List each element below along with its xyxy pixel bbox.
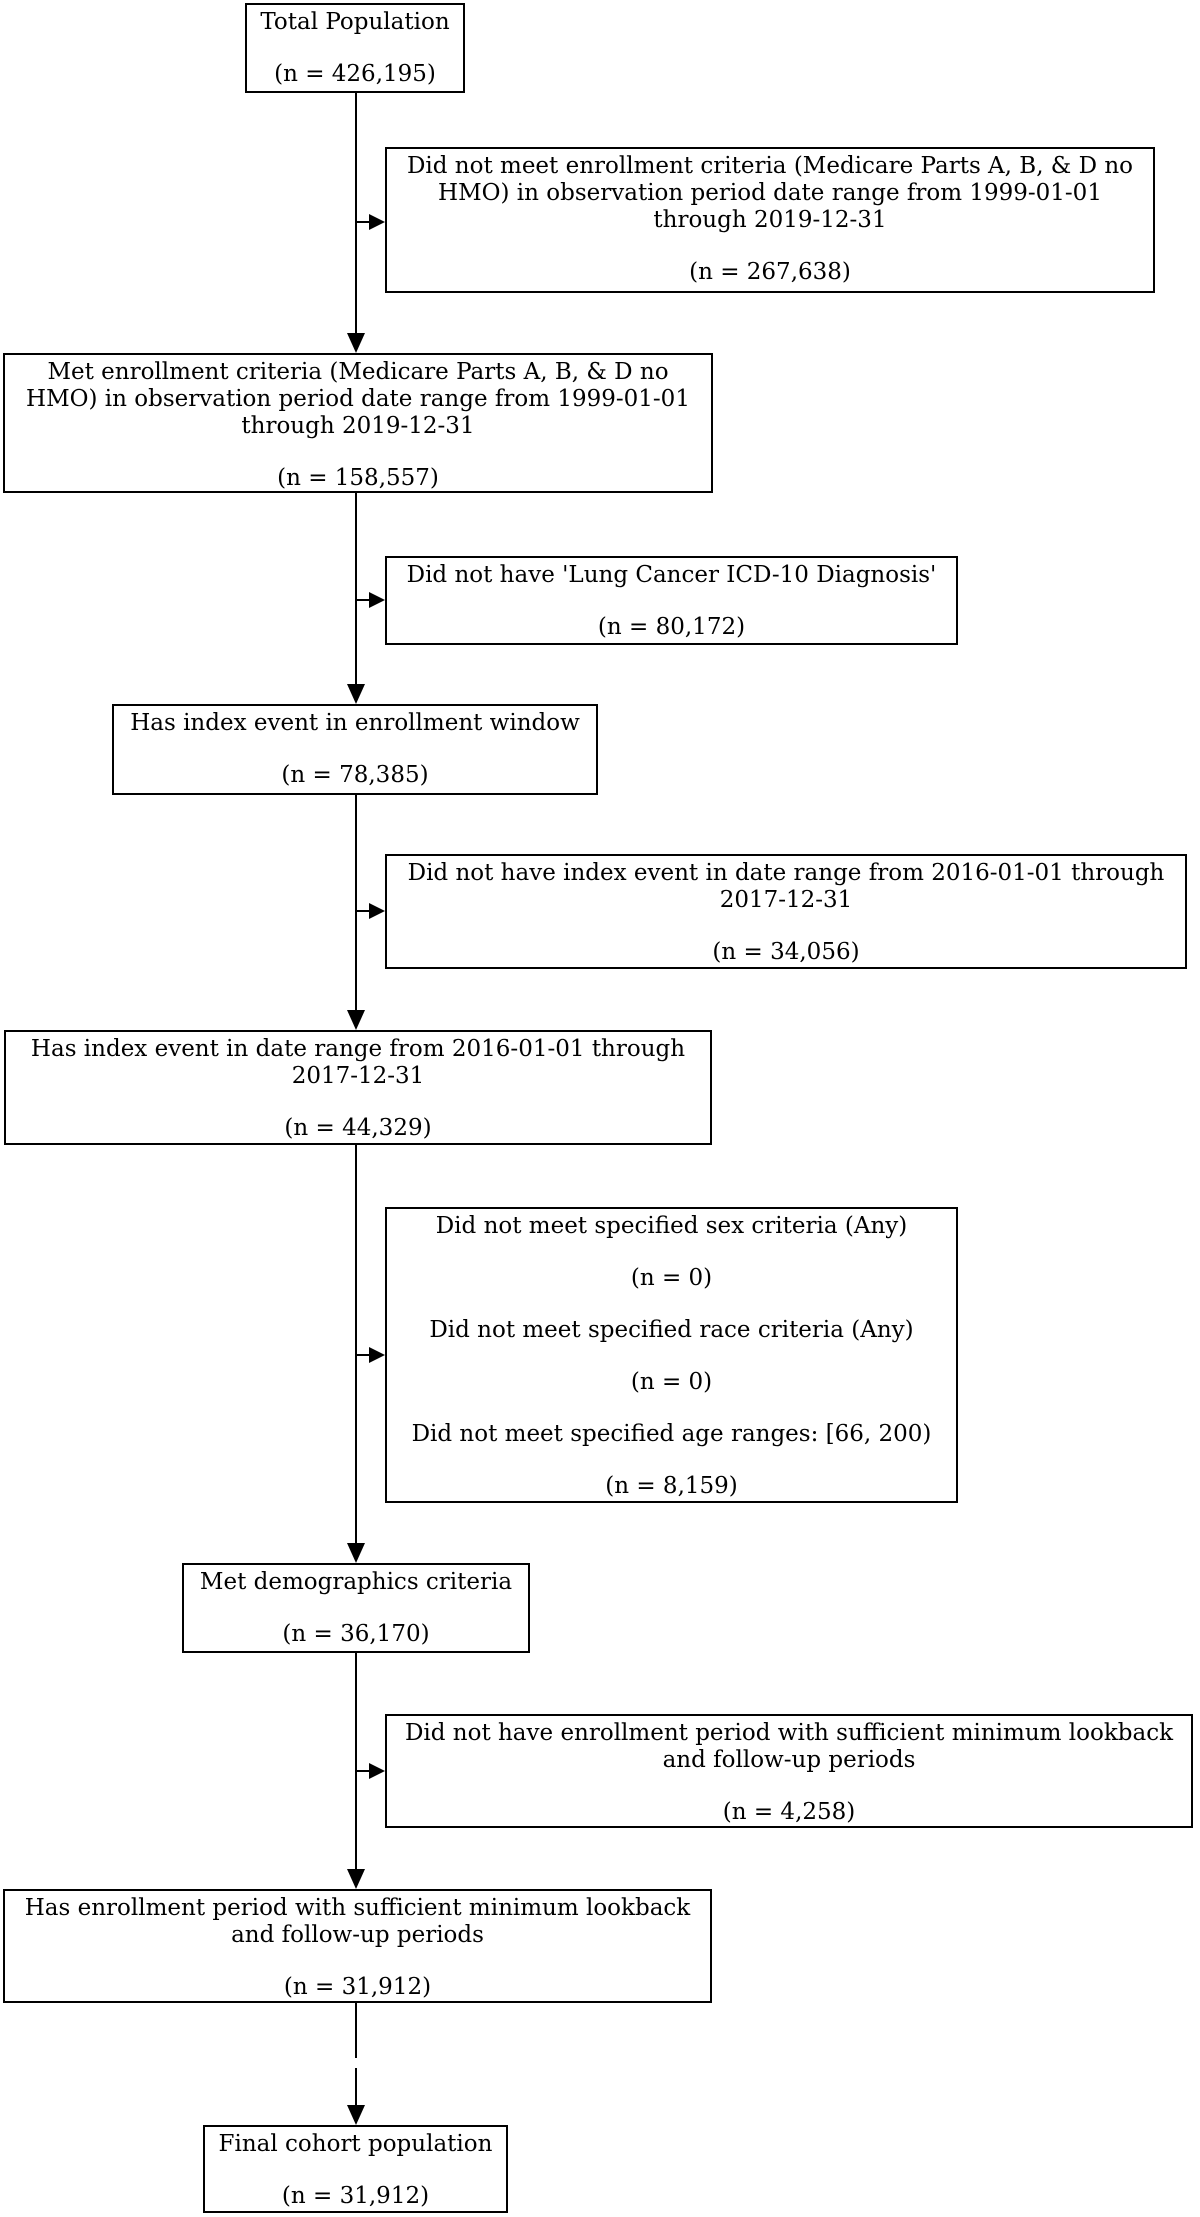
down-arrowhead-icon <box>347 1010 365 1030</box>
node-count: (n = 31,912) <box>281 2183 430 2209</box>
down-arrowhead-icon <box>347 1543 365 1563</box>
node-label: Did not meet specified race criteria (An… <box>429 1317 914 1343</box>
down-arrowhead-icon <box>347 684 365 704</box>
node-count: (n = 78,385) <box>281 762 429 788</box>
node-label: Has enrollment period with sufficient mi… <box>24 1895 691 1948</box>
branch-arrow-line <box>356 910 371 912</box>
node-excluded-insufficient-lookback: Did not have enrollment period with suff… <box>385 1714 1193 1828</box>
branch-arrow-line <box>356 221 371 223</box>
node-label: Met demographics criteria <box>199 1569 513 1595</box>
node-count: (n = 36,170) <box>282 1621 430 1647</box>
branch-arrow-line <box>356 599 371 601</box>
node-index-event-in-enrollment-window: Has index event in enrollment window (n … <box>112 704 598 795</box>
flow-arrow-line <box>355 1145 357 1543</box>
node-label: Did not have index event in date range f… <box>407 860 1165 913</box>
node-count: (n = 0) <box>630 1265 713 1291</box>
exclusion-item-sex: Did not meet specified sex criteria (Any… <box>395 1213 948 1292</box>
node-excluded-index-event-date-range: Did not have index event in date range f… <box>385 854 1187 969</box>
dashed-flow-arrow-segment <box>355 2068 357 2105</box>
node-count: (n = 267,638) <box>689 259 851 285</box>
right-arrowhead-icon <box>369 1763 385 1779</box>
node-met-demographics-criteria: Met demographics criteria (n = 36,170) <box>182 1563 530 1653</box>
node-label: Did not have enrollment period with suff… <box>404 1720 1174 1773</box>
exclusion-item-age: Did not meet specified age ranges: [66, … <box>395 1421 948 1500</box>
node-count: (n = 34,056) <box>712 939 860 965</box>
node-label: Did not meet specified sex criteria (Any… <box>435 1213 908 1239</box>
down-arrowhead-icon <box>347 1869 365 1889</box>
node-excluded-demographics-criteria: Did not meet specified sex criteria (Any… <box>385 1207 958 1503</box>
flow-arrow-line <box>355 493 357 684</box>
node-label: Has index event in enrollment window <box>130 710 580 736</box>
node-index-event-in-date-range: Has index event in date range from 2016-… <box>4 1030 712 1145</box>
node-count: (n = 31,912) <box>283 1974 432 2000</box>
node-excluded-no-lung-cancer-diagnosis: Did not have 'Lung Cancer ICD-10 Diagnos… <box>385 556 958 645</box>
node-count: (n = 0) <box>630 1369 713 1395</box>
flow-arrow-line <box>355 795 357 1010</box>
node-count: (n = 80,172) <box>597 614 746 640</box>
right-arrowhead-icon <box>369 592 385 608</box>
node-count: (n = 44,329) <box>284 1115 432 1141</box>
node-sufficient-lookback-followup: Has enrollment period with sufficient mi… <box>3 1889 712 2003</box>
flow-arrow-line <box>355 93 357 333</box>
node-label: Did not have 'Lung Cancer ICD-10 Diagnos… <box>406 562 937 588</box>
node-label: Met enrollment criteria (Medicare Parts … <box>26 359 690 439</box>
flow-arrow-line <box>355 1653 357 1869</box>
node-count: (n = 158,557) <box>277 465 439 491</box>
node-count: (n = 426,195) <box>274 61 436 87</box>
dashed-flow-arrow-segment <box>355 2003 357 2058</box>
exclusion-item-race: Did not meet specified race criteria (An… <box>395 1317 948 1396</box>
right-arrowhead-icon <box>369 903 385 919</box>
right-arrowhead-icon <box>369 1347 385 1363</box>
node-label: Final cohort population <box>218 2131 493 2157</box>
branch-arrow-line <box>356 1770 371 1772</box>
down-arrowhead-icon <box>347 2105 365 2125</box>
branch-arrow-line <box>356 1354 371 1356</box>
right-arrowhead-icon <box>369 214 385 230</box>
node-met-enrollment-criteria: Met enrollment criteria (Medicare Parts … <box>3 353 713 493</box>
node-label: Did not meet specified age ranges: [66, … <box>411 1421 932 1447</box>
node-label: Did not meet enrollment criteria (Medica… <box>406 153 1134 233</box>
node-count: (n = 4,258) <box>722 1799 856 1825</box>
node-label: Total Population <box>260 9 450 35</box>
node-total-population: Total Population (n = 426,195) <box>245 3 465 93</box>
node-final-cohort-population: Final cohort population (n = 31,912) <box>203 2125 508 2213</box>
node-count: (n = 8,159) <box>605 1473 738 1499</box>
node-label: Has index event in date range from 2016-… <box>30 1036 686 1089</box>
down-arrowhead-icon <box>347 333 365 353</box>
node-excluded-enrollment-criteria: Did not meet enrollment criteria (Medica… <box>385 147 1155 293</box>
